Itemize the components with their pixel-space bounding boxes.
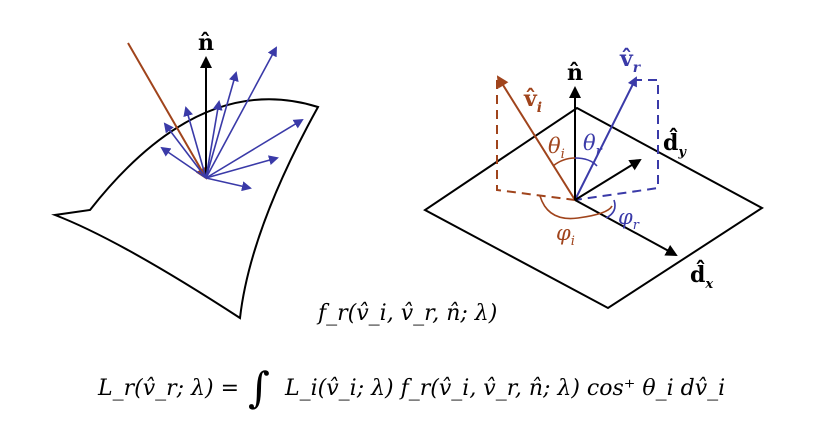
- reflectance-equation-rhs: L_i(v̂_i; λ) f_r(v̂_i, v̂_r, n̂; λ) cos⁺…: [284, 376, 725, 401]
- theta-r-subscript: r: [596, 144, 603, 159]
- right-panel: n̂ v̂i v̂r θi θr φi φr d̂y d̂x: [423, 46, 764, 310]
- reflectance-equation: L_r(v̂_r; λ) = ∫ L_i(v̂_i; λ) f_r(v̂_i, …: [97, 363, 725, 412]
- reflected-vector-symbol: v̂: [619, 46, 634, 72]
- integral-sign: ∫: [248, 363, 270, 412]
- theta-r-symbol: θ: [583, 131, 596, 155]
- tangent-dx-arrow: [574, 199, 678, 256]
- flat-plane: [423, 106, 764, 310]
- left-incident-ray: [127, 42, 208, 180]
- left-panel: n̂: [51, 30, 320, 320]
- reflected-vector-subscript: r: [633, 60, 642, 76]
- phi-i-symbol: φ: [556, 221, 571, 245]
- tangent-dx-label: d̂x: [690, 260, 713, 292]
- tangent-dy-arrow: [574, 158, 642, 201]
- reflected-direction-arrow: [574, 76, 637, 201]
- right-normal-label: n̂: [567, 60, 583, 86]
- phi-i-subscript: i: [571, 234, 575, 249]
- scattered-ray: [205, 46, 277, 179]
- tangent-dx-subscript: x: [704, 277, 713, 292]
- curved-surface: [51, 98, 320, 320]
- reflected-vector-label: v̂r: [619, 46, 642, 76]
- phi-r-arc: [605, 199, 616, 219]
- theta-r-arc: [574, 157, 598, 167]
- incident-dashed-projection: [496, 80, 576, 201]
- scattered-ray: [205, 100, 223, 179]
- reflectance-equation-lhs: L_r(v̂_r; λ) =: [97, 376, 239, 401]
- theta-i-symbol: θ: [548, 134, 561, 158]
- scattered-ray: [160, 146, 207, 179]
- tangent-dy-subscript: y: [677, 145, 687, 160]
- scattered-ray: [163, 122, 207, 179]
- phi-r-symbol: φ: [618, 205, 633, 229]
- incident-vector-label: v̂i: [523, 86, 542, 116]
- tangent-dx-symbol: d̂: [690, 260, 705, 288]
- incident-vector-subscript: i: [537, 100, 542, 116]
- phi-i-arc: [539, 195, 613, 220]
- scattered-ray: [205, 155, 279, 179]
- scattered-ray: [205, 177, 252, 192]
- theta-i-arc: [552, 157, 576, 167]
- theta-r-label: θr: [583, 131, 603, 159]
- tangent-dy-symbol: d̂: [663, 128, 678, 156]
- scattered-ray: [205, 71, 239, 179]
- theta-i-subscript: i: [561, 147, 565, 162]
- left-normal-label: n̂: [198, 30, 214, 56]
- phi-i-label: φi: [556, 221, 575, 249]
- theta-i-label: θi: [548, 134, 565, 162]
- reflected-dashed-projection: [574, 79, 659, 201]
- scattered-ray: [205, 118, 304, 179]
- incident-vector-symbol: v̂: [523, 86, 538, 112]
- brdf-equation: f_r(v̂_i, v̂_r, n̂; λ): [316, 301, 497, 326]
- scattered-rays: [160, 46, 304, 192]
- phi-r-label: φr: [618, 205, 640, 233]
- incident-direction-arrow: [496, 75, 576, 201]
- tangent-dy-label: d̂y: [663, 128, 687, 160]
- phi-r-subscript: r: [633, 218, 640, 233]
- scattered-ray: [183, 106, 207, 179]
